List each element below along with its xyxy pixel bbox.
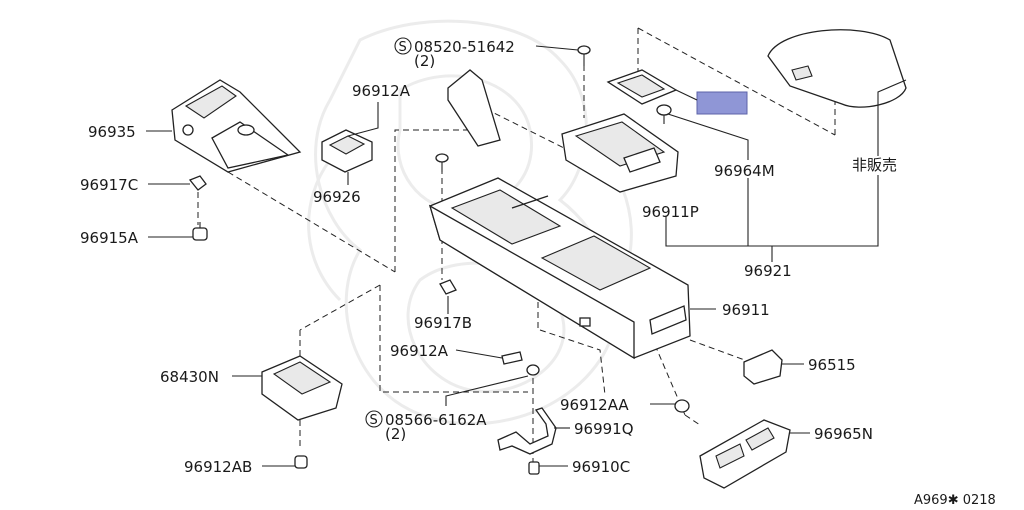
part-96965N-switch-panel [699,419,791,489]
part-96910C-nut [528,461,540,475]
part-96926-pocket [321,129,373,173]
label-96921: 96921 [744,262,792,280]
label-68430N: 68430N [160,368,219,386]
leader-lines [146,45,907,467]
label-96912A-top: 96912A [352,82,411,100]
figure-code: A969✱ 0218 [914,493,996,508]
part-96964M-knob [656,104,672,124]
highlighted-part-marker [675,89,748,115]
part-96912AA-screw [674,399,690,413]
part-96515-pocket [743,349,783,385]
label-08566-qty: (2) [385,425,406,443]
label-not-for-sale: 非販売 [852,156,897,174]
part-96991Q-bracket [497,407,557,455]
part-96915A-grommet [192,222,208,241]
part-armrest-lid [767,29,907,108]
label-96926: 96926 [313,188,361,206]
part-96911P-tray [561,113,679,193]
label-96910C: 96910C [572,458,630,476]
label-96915A: 96915A [80,229,139,247]
part-96912A-screw-mid [501,351,540,376]
part-shift-boot [447,69,501,147]
label-96911: 96911 [722,301,770,319]
label-96515: 96515 [808,356,856,374]
part-96911-console-body [428,177,691,360]
part-68430N-ashtray [261,355,343,421]
part-96912A-screw-top [435,153,449,172]
s-symbol-2: S [370,413,378,428]
part-tray-lid [606,69,678,105]
label-96935: 96935 [88,123,136,141]
part-96912AB-screw [294,455,308,469]
label-96917C: 96917C [80,176,138,194]
label-96912AA: 96912AA [560,396,629,414]
part-08520-screw [577,45,591,66]
label-08520-51642: 08520-51642 [414,38,515,56]
service-part-symbol-icon [394,37,412,55]
label-96912A-mid: 96912A [390,342,449,360]
label-96912AB: 96912AB [184,458,252,476]
part-96935-shifter-bezel [171,79,302,173]
label-96965N: 96965N [814,425,873,443]
label-08520-qty: (2) [414,52,435,70]
part-96917C-clip [188,175,207,191]
label-96964M: 96964M [714,162,775,180]
service-part-symbol-icon-2 [365,410,383,428]
s-symbol: S [399,40,407,55]
label-08566-6162A: 08566-6162A [385,411,487,429]
label-96917B: 96917B [414,314,472,332]
label-96991Q: 96991Q [574,420,634,438]
part-labels: S 08520-51642 (2) 96912A 96935 96917C 96… [80,37,996,508]
part-96917B-clip [439,279,457,295]
label-96911P: 96911P [642,203,699,221]
